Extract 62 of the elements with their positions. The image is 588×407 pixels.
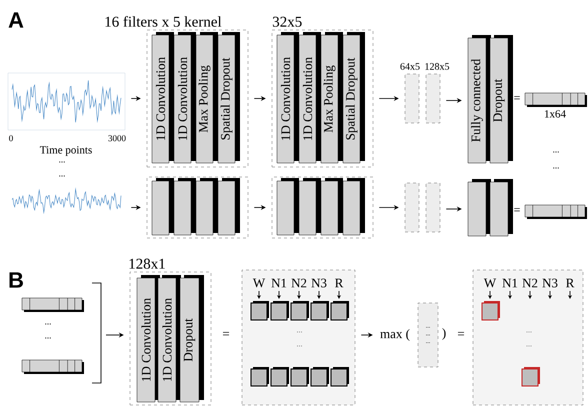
group-heading: 128x1 xyxy=(130,258,165,269)
column-heading: W xyxy=(252,278,266,288)
column-heading: R xyxy=(335,278,344,288)
ellipsis: ... xyxy=(45,323,51,325)
symbol: = xyxy=(222,332,230,336)
layer-block xyxy=(320,178,343,236)
group-heading: 32x5 xyxy=(272,16,302,27)
layer-block xyxy=(468,179,491,236)
vector-bar xyxy=(22,360,84,374)
symbol: = xyxy=(458,332,464,336)
column-heading: N1 xyxy=(502,278,518,288)
ellipsis: ... xyxy=(59,161,65,163)
layer-block xyxy=(298,178,321,236)
symbol: = xyxy=(514,208,520,212)
column-heading: N2 xyxy=(522,278,538,288)
layer-block xyxy=(152,178,174,236)
symbol: ) xyxy=(442,328,446,340)
layer-block: Spatial Dropout xyxy=(218,32,240,164)
group-heading: 16 filters x 5 kernel xyxy=(106,16,222,27)
layer-block: Dropout xyxy=(490,35,513,164)
axis-title: Time points xyxy=(40,146,92,156)
ellipsis: ... xyxy=(553,167,559,169)
layer-block: 1D Convolution xyxy=(298,32,321,164)
vector-bar xyxy=(22,298,84,312)
axis-tick-label: 3000 xyxy=(108,135,126,142)
column-heading: N3 xyxy=(542,278,558,288)
dashed-feature-box xyxy=(404,182,420,232)
column-heading: N2 xyxy=(291,278,306,288)
layer-block: 1D Convolution xyxy=(158,275,181,402)
layer-block xyxy=(276,178,299,236)
panel-letter: A xyxy=(8,12,24,28)
signal-plot xyxy=(12,188,122,213)
ellipsis: ... xyxy=(553,151,559,153)
layer-block: 1D Convolution xyxy=(174,32,196,164)
layer-block xyxy=(174,178,196,236)
dashed-feature-box xyxy=(426,182,440,232)
column-heading: R xyxy=(566,278,574,288)
layer-block xyxy=(218,178,240,236)
column-heading: N1 xyxy=(271,278,286,288)
layer-block xyxy=(342,178,365,236)
axis-tick-label: 0 xyxy=(9,135,13,142)
max-function-text: max ( xyxy=(380,329,410,341)
ellipsis: ... xyxy=(45,337,51,339)
ellipsis: ... xyxy=(59,175,65,177)
layer-block: Fully connected xyxy=(468,35,491,164)
column-heading: W xyxy=(484,278,496,288)
layer-block: 1D Convolution xyxy=(276,32,299,164)
panel-letter: B xyxy=(10,272,23,288)
layer-block xyxy=(196,178,218,236)
layer-block xyxy=(490,179,513,236)
size-label: 128x5 xyxy=(425,63,450,70)
layer-block: Max Pooling xyxy=(196,32,218,164)
size-label: 64x5 xyxy=(400,63,420,70)
column-heading: N3 xyxy=(311,278,326,288)
symbol: = xyxy=(514,96,520,100)
size-label: 1x64 xyxy=(544,110,566,118)
vector-bar xyxy=(524,204,587,219)
layer-block: Max Pooling xyxy=(320,32,343,164)
layer-block: 1D Convolution xyxy=(136,275,160,402)
layer-block: Dropout xyxy=(180,275,204,402)
layer-block: 1D Convolution xyxy=(152,32,174,164)
layer-block: Spatial Dropout xyxy=(342,32,365,164)
